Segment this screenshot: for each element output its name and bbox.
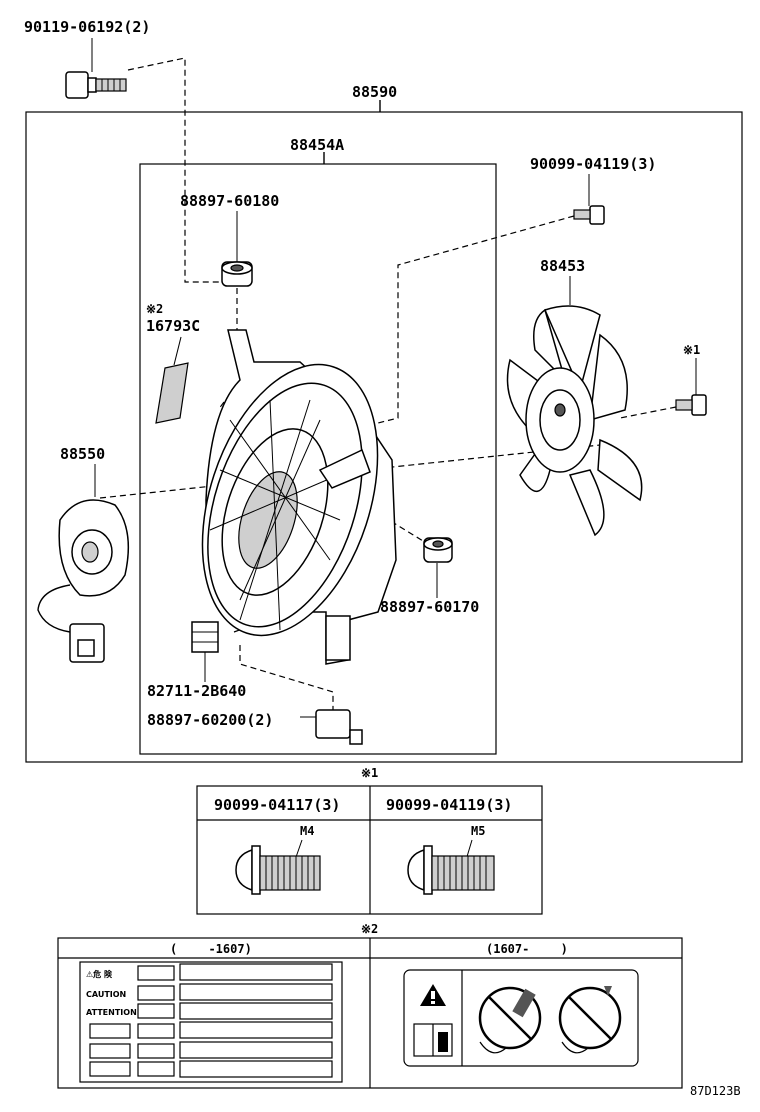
bolt-top <box>65 71 127 99</box>
grommet-lower <box>423 537 453 563</box>
clamp <box>315 709 363 745</box>
part-label-clip: 82711-2B640 <box>147 682 246 700</box>
part-label-bolt-top: 90119-06192(2) <box>24 18 150 36</box>
part-label-clamp: 88897-60200(2) <box>147 711 273 729</box>
part-label-fan: 88453 <box>540 257 585 275</box>
note1-col1-part: 90099-04117(3) <box>214 796 340 814</box>
note2-col2-header: (1607- ) <box>486 942 568 956</box>
note1-col1-size: M4 <box>300 824 314 838</box>
part-label-warning-label: 16793C <box>146 317 200 335</box>
note1-col2-part: 90099-04119(3) <box>386 796 512 814</box>
fan-shroud <box>201 329 397 665</box>
note2-col1-header: ( -1607) <box>170 942 252 956</box>
bolt-fan <box>675 394 707 416</box>
part-label-motor: 88550 <box>60 445 105 463</box>
bolt-right <box>573 205 605 225</box>
part-label-grommet-upper: 88897-60180 <box>180 192 279 210</box>
svg-text:ATTENTION: ATTENTION <box>86 1008 137 1017</box>
clip <box>191 621 219 653</box>
svg-text:⚠危 険: ⚠危 険 <box>86 969 113 979</box>
pictogram-label-illustration <box>403 969 639 1067</box>
part-label-grommet-lower: 88897-60170 <box>380 598 479 616</box>
fan-blade <box>506 305 643 537</box>
fan-motor <box>37 499 130 663</box>
label-ref-marker-2: ※2 <box>146 302 163 316</box>
note1-col2-size: M5 <box>471 824 485 838</box>
part-label-shroud: 88454A <box>290 136 344 154</box>
warning-label <box>155 362 189 424</box>
bolt-m4-illustration <box>235 839 321 895</box>
bolt-m5-illustration <box>407 839 495 895</box>
caution-label-illustration: ⚠危 険 CAUTION ATTENTION <box>79 961 343 1083</box>
bolt-ref-marker-1: ※1 <box>683 343 700 357</box>
part-label-bolt-right: 90099-04119(3) <box>530 155 656 173</box>
note2-marker: ※2 <box>361 922 378 936</box>
svg-text:CAUTION: CAUTION <box>86 990 126 999</box>
figure-code: 87D123B <box>690 1084 741 1098</box>
shroud-subassembly-frame <box>139 163 497 755</box>
assembly-frame <box>25 111 743 763</box>
note1-marker: ※1 <box>361 766 378 780</box>
grommet-upper <box>221 261 253 287</box>
part-label-assembly: 88590 <box>352 83 397 101</box>
